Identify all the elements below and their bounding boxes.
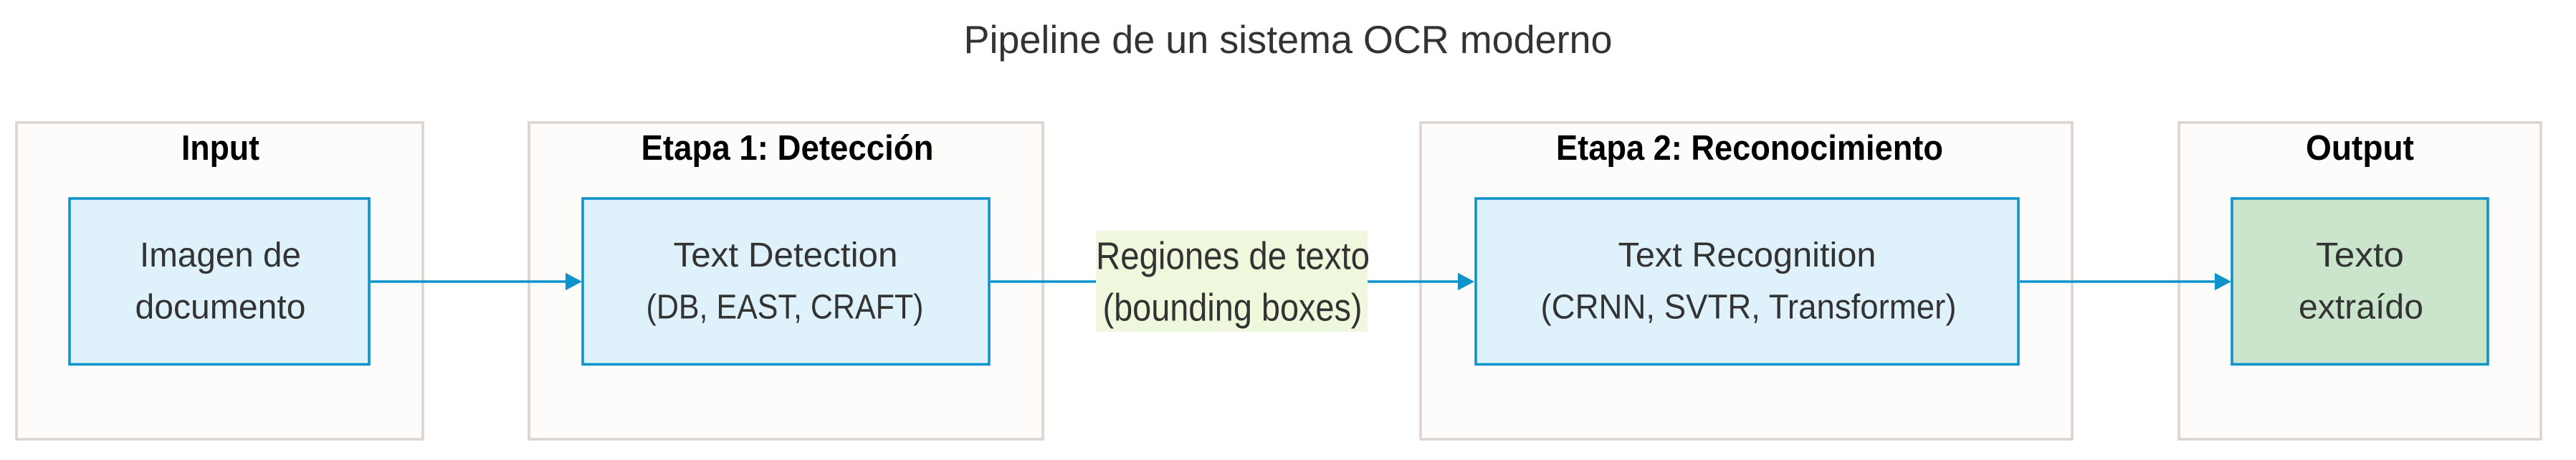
svg-text:Text Detection: Text Detection [674,236,898,274]
svg-text:Output: Output [2306,129,2414,168]
svg-text:Input: Input [181,129,259,168]
svg-text:Texto: Texto [2316,236,2404,274]
svg-text:Regiones de texto: Regiones de texto [1096,234,1370,277]
svg-text:(bounding boxes): (bounding boxes) [1103,287,1363,330]
svg-text:Imagen de: Imagen de [140,236,301,274]
svg-text:Etapa 2: Reconocimiento: Etapa 2: Reconocimiento [1556,129,1943,168]
svg-text:documento: documento [135,287,306,326]
svg-text:Pipeline de un sistema OCR mod: Pipeline de un sistema OCR moderno [964,17,1613,62]
svg-text:Text Recognition: Text Recognition [1618,236,1876,274]
svg-text:(DB, EAST, CRAFT): (DB, EAST, CRAFT) [647,287,924,326]
svg-text:(CRNN, SVTR, Transformer): (CRNN, SVTR, Transformer) [1541,287,1957,326]
svg-text:Etapa 1: Detección: Etapa 1: Detección [641,129,934,168]
svg-text:extraído: extraído [2299,287,2423,326]
